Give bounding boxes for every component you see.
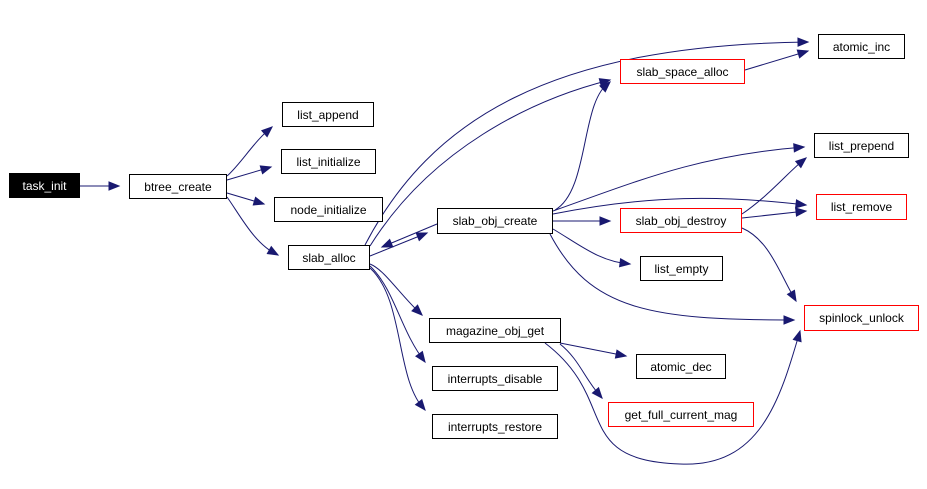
arrowhead-btree-create-to-slab-alloc [266, 245, 280, 256]
node-atomic-dec[interactable]: atomic_dec [636, 354, 726, 379]
node-slab-obj-create[interactable]: slab_obj_create [437, 208, 553, 234]
node-list-append[interactable]: list_append [282, 102, 374, 127]
arrowhead-slab-alloc-to-atomic-inc [797, 37, 810, 47]
arrowhead-btree-create-to-node-initialize [252, 196, 266, 206]
edge-slab-obj-create-to-list-remove [552, 197, 807, 215]
node-list-prepend[interactable]: list_prepend [814, 133, 909, 158]
node-interrupts-restore[interactable]: interrupts_restore [432, 414, 558, 439]
edge-magazine-obj-get-to-spinlock-unlock [544, 330, 801, 465]
arrowhead-slab-obj-destroy-to-list-prepend [794, 157, 808, 169]
arrowhead-magazine-obj-get-to-spinlock-unlock [792, 329, 802, 343]
node-btree-create[interactable]: btree_create [129, 174, 227, 199]
node-get-full-current-mag[interactable]: get_full_current_mag [608, 402, 754, 427]
arrowhead-slab-obj-create-to-slab-obj-destroy [599, 216, 612, 226]
arrowhead-btree-create-to-list-append [260, 126, 274, 138]
edge-slab-alloc-to-interrupts-disable [369, 265, 426, 363]
node-list-initialize[interactable]: list_initialize [281, 149, 376, 174]
node-list-remove[interactable]: list_remove [816, 194, 907, 220]
arrowhead-slab-alloc-to-interrupts-restore [414, 398, 426, 412]
arrowhead-slab-obj-destroy-to-spinlock-unlock [786, 289, 797, 303]
node-slab-alloc[interactable]: slab_alloc [288, 245, 370, 270]
arrowhead-slab-obj-create-to-spinlock-unlock [783, 315, 796, 325]
edge-slab-alloc-to-interrupts-restore [369, 267, 426, 411]
edge-slab-obj-create-to-spinlock-unlock [549, 233, 795, 321]
arrowhead-slab-alloc-to-slab-obj-create [415, 232, 429, 242]
edge-slab-obj-create-to-slab-space-alloc [554, 81, 611, 211]
edge-slab-space-alloc-to-atomic-inc [744, 50, 809, 71]
node-node-initialize[interactable]: node_initialize [274, 197, 383, 222]
edge-slab-alloc-to-slab-space-alloc [369, 79, 611, 247]
node-magazine-obj-get[interactable]: magazine_obj_get [429, 318, 561, 343]
arrowhead-slab-alloc-to-interrupts-disable [415, 350, 426, 364]
arrowhead-slab-space-alloc-to-atomic-inc [796, 49, 810, 59]
arrowhead-btree-create-to-list-initialize [259, 165, 273, 175]
arrowhead-slab-obj-create-to-slab-alloc [380, 238, 394, 248]
edge-slab-obj-destroy-to-list-remove [741, 210, 807, 219]
arrowhead-slab-obj-create-to-list-empty [618, 257, 632, 268]
arrowhead-slab-obj-destroy-to-list-remove [795, 207, 808, 217]
edge-slab-obj-create-to-list-empty [552, 228, 631, 265]
edge-magazine-obj-get-to-atomic-dec [559, 342, 627, 357]
arrowhead-slab-obj-create-to-list-remove [795, 199, 808, 209]
edge-btree-create-to-slab-alloc [226, 196, 279, 256]
edge-slab-alloc-to-atomic-inc [364, 41, 809, 246]
node-task-init[interactable]: task_init [9, 173, 80, 198]
arrowhead-magazine-obj-get-to-get-full-current-mag [591, 386, 603, 400]
arrowhead-magazine-obj-get-to-atomic-dec [614, 349, 628, 359]
node-slab-space-alloc[interactable]: slab_space_alloc [620, 59, 745, 84]
arrowhead-slab-obj-create-to-list-prepend [793, 143, 806, 153]
arrowhead-task-init-to-btree-create [108, 181, 121, 191]
node-atomic-inc[interactable]: atomic_inc [818, 34, 905, 59]
node-slab-obj-destroy[interactable]: slab_obj_destroy [620, 208, 742, 233]
node-spinlock-unlock[interactable]: spinlock_unlock [804, 305, 919, 331]
node-interrupts-disable[interactable]: interrupts_disable [432, 366, 558, 391]
node-list-empty[interactable]: list_empty [640, 256, 723, 281]
edge-slab-obj-create-to-list-prepend [552, 146, 805, 212]
arrowhead-slab-alloc-to-magazine-obj-get [411, 304, 423, 316]
arrowhead-slab-obj-create-to-slab-space-alloc [599, 81, 611, 93]
edge-slab-obj-destroy-to-spinlock-unlock [741, 227, 797, 302]
